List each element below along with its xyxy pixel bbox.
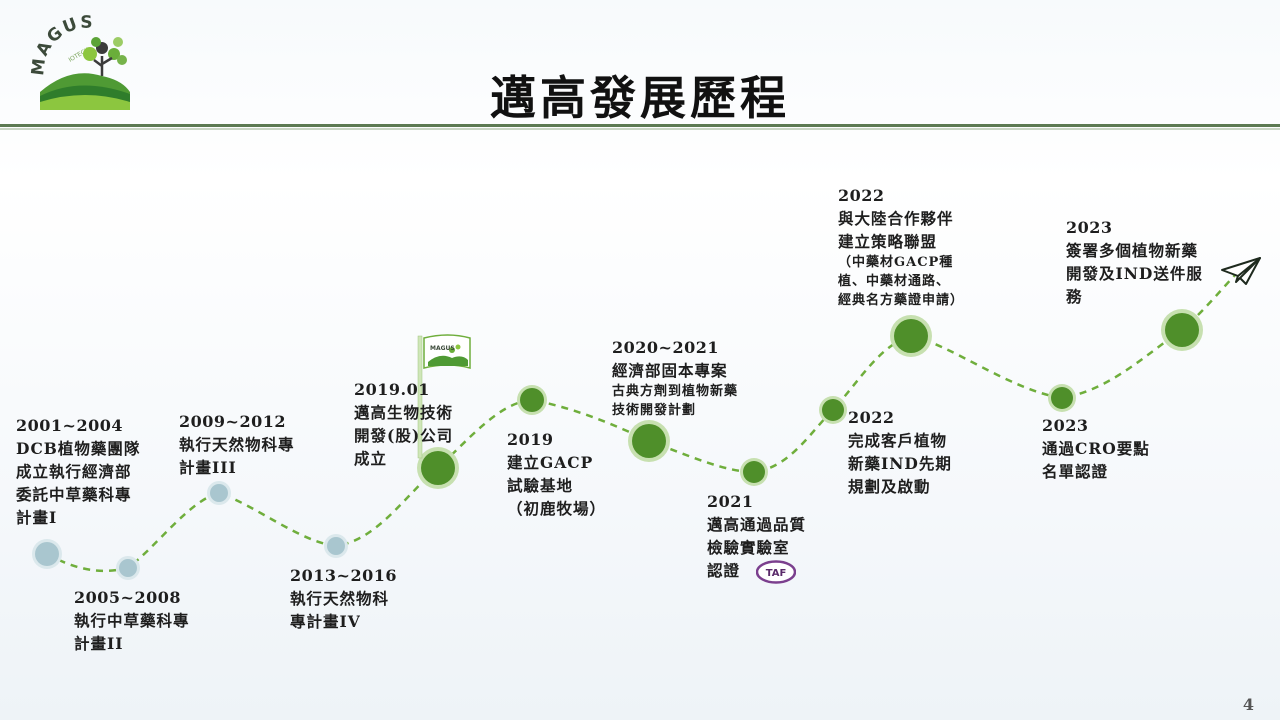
milestone-year: 2020~2021 (612, 338, 719, 357)
node-2005 (116, 556, 140, 580)
milestone-text: 委託中草藥科專 (16, 485, 132, 504)
node-2023-b (1161, 309, 1203, 351)
milestone-year: 2001~2004 (16, 416, 123, 435)
milestone-text: 執行天然物科專 (179, 435, 295, 454)
milestone-2022-b: 2022 與大陸合作夥伴 建立策略聯盟 （中藥材GACP種 植、中藥材通路、 經… (838, 184, 964, 310)
milestone-text: 試驗基地 (507, 476, 574, 495)
milestone-subtext: 植、中藥材通路、 (838, 274, 951, 289)
milestone-year: 2022 (848, 408, 895, 427)
milestone-2020-2021: 2020~2021 經濟部固本專案 古典方劑到植物新藥 技術開發計劃 (612, 336, 738, 420)
milestone-text: 認證 (707, 561, 741, 580)
milestone-2023-a: 2023 通過CRO要點 名單認證 (1042, 414, 1150, 483)
node-2020 (628, 420, 670, 462)
milestone-text: 邁高生物技術 (354, 403, 454, 422)
node-2022-a (819, 396, 847, 424)
milestone-subtext: 經典名方藥證申請） (838, 293, 965, 308)
milestone-text: 計畫II (74, 634, 124, 653)
title-rule-shadow (0, 128, 1280, 130)
milestone-text: 邁高通過品質 (707, 515, 807, 534)
milestone-text: 成立 (354, 449, 388, 468)
milestone-2021: 2021 邁高通過品質 檢驗實驗室 認證 (707, 490, 806, 582)
milestone-subtext: 古典方劑到植物新藥 (612, 384, 739, 399)
node-2019 (517, 385, 547, 415)
milestone-text: 檢驗實驗室 (707, 538, 790, 557)
milestone-text: （初鹿牧場） (507, 499, 607, 518)
page-title: 邁高發展歷程 (490, 71, 790, 125)
milestone-text: 規劃及啟動 (848, 477, 931, 496)
milestone-year: 2013~2016 (290, 566, 397, 585)
milestone-subtext: （中藥材GACP種 (838, 255, 954, 270)
milestone-text: 執行天然物科 (290, 589, 390, 608)
milestone-text: 計畫I (16, 508, 58, 527)
node-2021 (740, 458, 768, 486)
milestone-2023-b: 2023 簽署多個植物新藥 開發及IND送件服 務 (1066, 216, 1203, 308)
milestone-text: 執行中草藥科專 (74, 611, 190, 630)
milestone-text: 開發(股)公司 (354, 426, 454, 445)
milestone-2009-2012: 2009~2012 執行天然物科專 計畫III (179, 410, 295, 479)
node-2023-a (1048, 384, 1076, 412)
milestone-text: 成立執行經濟部 (16, 462, 132, 481)
milestone-text: 經濟部固本專案 (612, 361, 728, 380)
milestone-year: 2021 (707, 492, 754, 511)
milestone-year: 2022 (838, 186, 885, 205)
milestone-year: 2023 (1042, 416, 1089, 435)
milestone-text: 計畫III (179, 458, 237, 477)
paper-plane-icon (1221, 257, 1261, 285)
milestone-text: 建立策略聯盟 (838, 232, 938, 251)
milestone-2005-2008: 2005~2008 執行中草藥科專 計畫II (74, 586, 190, 655)
milestone-text: 建立GACP (507, 453, 594, 472)
milestone-text: 與大陸合作夥伴 (838, 209, 954, 228)
milestone-text: 通過CRO要點 (1042, 439, 1150, 458)
milestone-text: 新藥IND先期 (848, 454, 952, 473)
milestone-2022-a: 2022 完成客戶植物 新藥IND先期 規劃及啟動 (848, 406, 952, 498)
milestone-text: 名單認證 (1042, 462, 1109, 481)
node-2009 (207, 481, 231, 505)
milestone-text: 務 (1066, 287, 1083, 306)
node-2013 (324, 534, 348, 558)
milestone-text: 簽署多個植物新藥 (1066, 241, 1199, 260)
milestone-text: 開發及IND送件服 (1066, 264, 1203, 283)
magus-flag-icon: MAGUS (417, 334, 471, 459)
taf-text: TAF (766, 568, 787, 579)
milestone-subtext: 技術開發計劃 (612, 403, 697, 418)
title-rule (0, 124, 1280, 127)
milestone-text: DCB植物藥團隊 (16, 439, 141, 458)
milestone-year: 2023 (1066, 218, 1113, 237)
milestone-2019-01: 2019.01 邁高生物技術 開發(股)公司 成立 (354, 378, 453, 470)
node-2022-b (890, 315, 932, 357)
magus-logo: MAGUS IOTECH (30, 14, 130, 110)
taf-badge: TAF (756, 560, 796, 584)
node-2001 (32, 539, 62, 569)
milestone-year: 2019.01 (354, 380, 430, 399)
milestone-year: 2005~2008 (74, 588, 181, 607)
milestone-text: 專計畫IV (290, 612, 361, 631)
flag-text: MAGUS (430, 345, 455, 352)
milestone-2013-2016: 2013~2016 執行天然物科 專計畫IV (290, 564, 397, 633)
milestone-year: 2009~2012 (179, 412, 286, 431)
node-2019-01 (417, 447, 459, 489)
milestone-year: 2019 (507, 430, 554, 449)
milestone-text: 完成客戶植物 (848, 431, 948, 450)
page-number: 4 (1242, 695, 1254, 714)
milestone-2019: 2019 建立GACP 試驗基地 （初鹿牧場） (507, 428, 606, 520)
milestone-2001-2004: 2001~2004 DCB植物藥團隊 成立執行經濟部 委託中草藥科專 計畫I (16, 414, 140, 529)
